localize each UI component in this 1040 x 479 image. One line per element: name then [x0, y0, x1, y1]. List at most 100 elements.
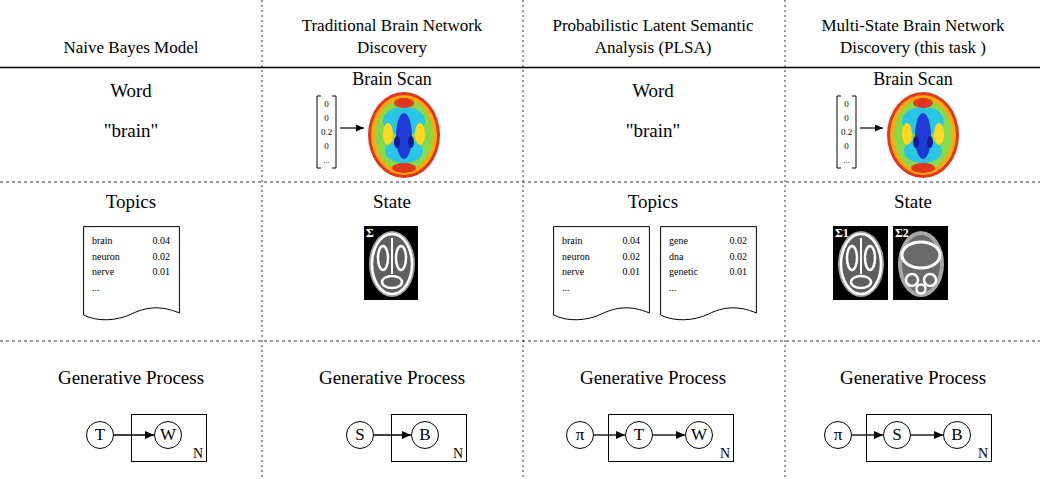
brain-scan-image [887, 92, 959, 178]
row-label: State [813, 190, 1013, 215]
column-divider [523, 0, 524, 479]
row-label: Word [553, 79, 753, 104]
vector-bracket [317, 96, 321, 168]
state-network [378, 246, 388, 270]
dependency-arrow [911, 434, 943, 435]
scan-layer [408, 136, 414, 148]
scan-layer [934, 123, 944, 145]
topic-probability: 0.04 [623, 235, 641, 247]
state-symbol: Σ [366, 227, 390, 240]
vector-bracket [332, 96, 336, 168]
column-divider [785, 0, 786, 479]
vector-bracket [837, 96, 841, 168]
vector-entry: ... [836, 155, 858, 166]
state-network [382, 276, 402, 288]
plate-box: NB [391, 414, 467, 462]
variable-symbol: S [355, 425, 364, 445]
plate-box: NTW [608, 414, 734, 462]
row-divider [0, 341, 1040, 342]
state-ground [833, 226, 888, 300]
plate-count: N [978, 446, 988, 461]
topic-word: nerve [562, 266, 623, 278]
scan-layer [911, 163, 935, 173]
scan-layer [890, 95, 956, 175]
scan-layer [913, 136, 919, 148]
variable-circle: B [411, 421, 439, 449]
vector-entry: 0 [316, 113, 338, 124]
topic-word: neuron [92, 251, 153, 263]
variable-circle: W [154, 421, 182, 449]
row-label: Generative Process [793, 366, 1033, 391]
state-layer [373, 235, 411, 293]
topic-document: gene0.02dna0.02genetic0.01... [660, 226, 757, 321]
topic-probability: 0.02 [730, 251, 748, 263]
dependency-arrow [114, 434, 154, 435]
vector-entry: ... [316, 155, 338, 166]
topic-table: gene0.02dna0.02genetic0.01... [669, 235, 747, 293]
row-label: Brain Scan [292, 68, 492, 91]
header-rule [0, 67, 1040, 68]
state-symbol: Σ1 [835, 227, 861, 240]
column-header: Naive Bayes Model [11, 37, 251, 59]
row-divider [0, 182, 1040, 183]
state-network [860, 238, 862, 274]
topic-table: brain0.04neuron0.02nerve0.01... [92, 235, 170, 293]
scan-layer [394, 136, 400, 148]
state-layer [898, 231, 944, 297]
brain-scan-image [368, 92, 440, 178]
topic-word: gene [669, 235, 730, 247]
variable-circle: S [883, 421, 911, 449]
topic-probability: 0.01 [623, 266, 641, 278]
variable-symbol: W [160, 425, 176, 445]
topic-probability: 0.04 [153, 235, 171, 247]
state-network [851, 276, 871, 288]
state-image [833, 226, 888, 300]
row-label: Topics [31, 190, 231, 215]
variable-symbol: W [691, 425, 707, 445]
state-network [865, 246, 875, 270]
topic-document: brain0.04neuron0.02nerve0.01... [553, 226, 650, 321]
row-label: Generative Process [533, 366, 773, 391]
vector-entry: 0.2 [316, 127, 338, 138]
vector-entry: 0 [836, 99, 858, 110]
mapping-arrow [340, 127, 364, 128]
scan-layer [368, 92, 440, 178]
scan-layer [927, 136, 933, 148]
scan-layer [887, 92, 959, 178]
dependency-arrow [852, 434, 883, 435]
document-shape [661, 227, 757, 320]
row-label: "brain" [553, 119, 753, 144]
variable-symbol: π [576, 425, 585, 445]
topic-table: brain0.04neuron0.02nerve0.01... [562, 235, 640, 293]
variable-symbol: π [834, 425, 843, 445]
variable-circle: π [566, 421, 594, 449]
topic-word: nerve [92, 266, 153, 278]
variable-symbol: T [634, 425, 644, 445]
scan-layer [396, 113, 412, 159]
state-network [841, 234, 881, 294]
topic-word: genetic [669, 266, 730, 278]
column-header: Multi-State Brain Network Discovery (thi… [801, 15, 1026, 59]
plate-box: NW [131, 414, 207, 462]
row-label: "brain" [31, 119, 231, 144]
scan-layer [383, 123, 393, 145]
dependency-arrow [374, 434, 411, 435]
scan-layer [392, 163, 416, 173]
topic-word: ... [92, 282, 153, 294]
topic-word: neuron [562, 251, 623, 263]
variable-symbol: T [95, 425, 105, 445]
state-network [391, 238, 393, 274]
state-network [924, 274, 936, 286]
variable-symbol: S [892, 425, 901, 445]
scan-layer [371, 95, 437, 175]
plate-count: N [193, 446, 203, 461]
state-layer [838, 231, 884, 297]
variable-circle: S [346, 421, 374, 449]
document-shape [84, 227, 180, 320]
state-ground [364, 226, 418, 300]
row-label: Brain Scan [813, 68, 1013, 91]
topic-probability: 0.01 [153, 266, 171, 278]
scan-layer [394, 98, 414, 108]
